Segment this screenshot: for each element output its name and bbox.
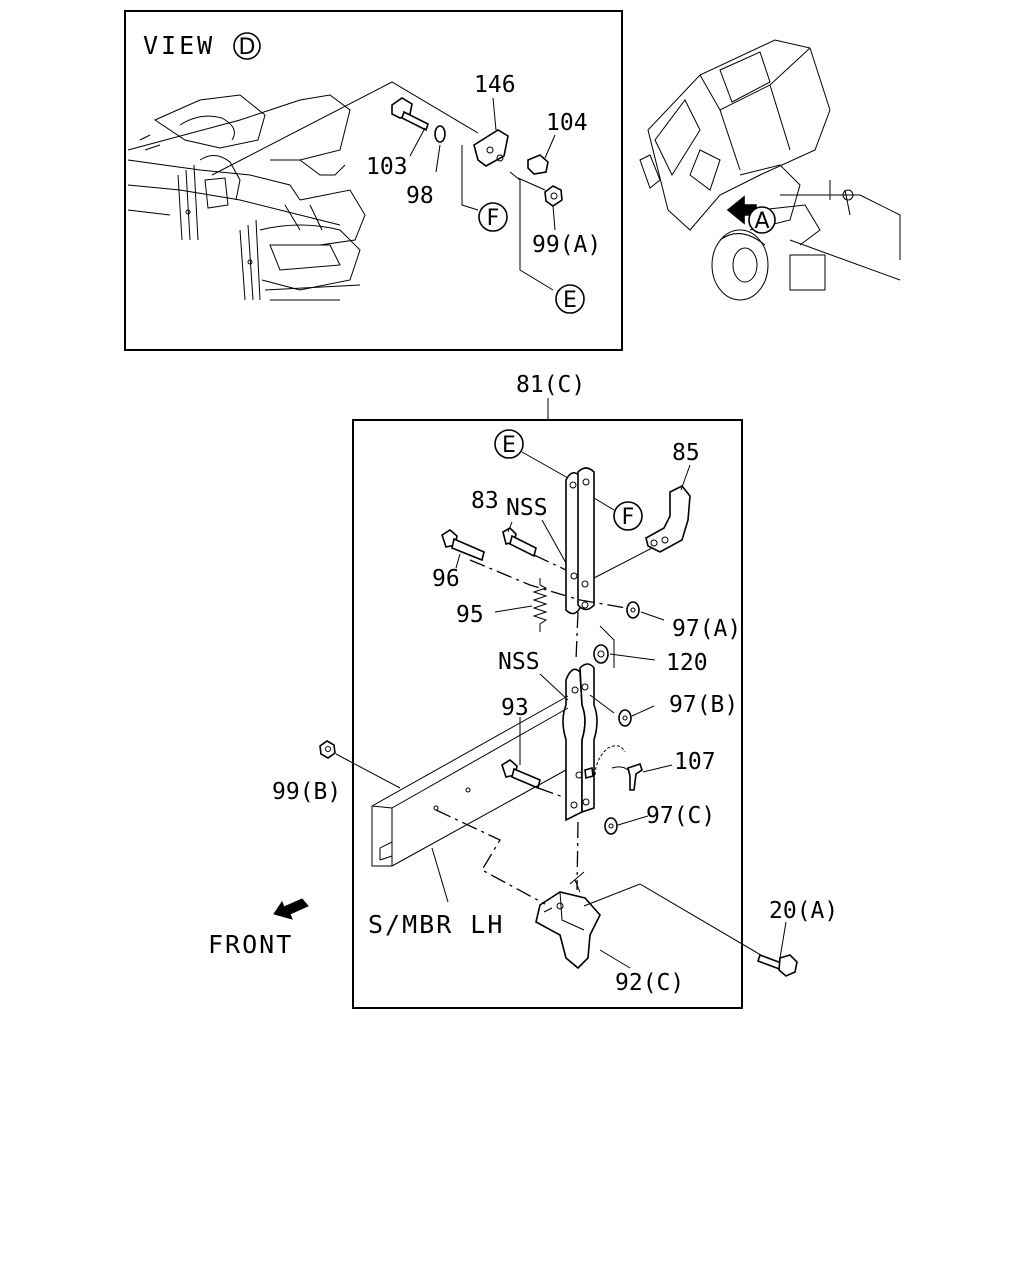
axis-upper (469, 559, 627, 609)
bracket-146 (473, 129, 509, 167)
pin-96 (441, 529, 485, 562)
marker-e-main: E (494, 429, 524, 459)
axis-83 (533, 554, 567, 571)
label-front: FRONT (208, 930, 293, 959)
label-107: 107 (674, 749, 716, 775)
cab-frame-sketch (127, 94, 366, 301)
chain-pin-107 (584, 745, 643, 791)
svg-text:E: E (563, 288, 577, 313)
label-99b: 99(B) (272, 779, 341, 805)
view-d-leader (211, 81, 479, 176)
label-99a: 99(A) (532, 232, 601, 258)
label-83: 83 (471, 488, 499, 514)
main-assembly-panel: 81(C) E F (272, 372, 767, 1009)
bolt-103 (391, 97, 429, 132)
label-97a: 97(A) (672, 616, 741, 642)
washer-97a (626, 601, 640, 619)
label-97b: 97(B) (669, 692, 738, 718)
washer-98 (434, 125, 446, 143)
view-d-frame (124, 10, 623, 351)
label-97c: 97(C) (646, 803, 715, 829)
truck-inset: A (639, 39, 901, 301)
label-93: 93 (501, 695, 529, 721)
label-146: 146 (474, 72, 516, 98)
pin-83 (502, 527, 537, 558)
view-d-panel: VIEW D (124, 10, 623, 351)
bracket-85 (645, 484, 691, 553)
axis-vertical-2 (576, 821, 579, 891)
bracket-92c (535, 891, 601, 970)
svg-text:D: D (239, 35, 256, 60)
marker-f-view: F (478, 202, 508, 232)
view-d-title: VIEW (143, 31, 215, 60)
svg-text:E: E (502, 433, 516, 458)
axis-vertical-1 (575, 611, 579, 661)
label-96: 96 (432, 566, 460, 592)
washer-97c (604, 817, 618, 835)
axis-93 (537, 787, 567, 799)
marker-e-view: E (555, 284, 585, 314)
label-98: 98 (406, 183, 434, 209)
bolt-20a (756, 953, 798, 977)
view-d-title-marker: D (233, 32, 261, 60)
label-nss-upper: NSS (506, 495, 548, 521)
bolt-104 (527, 154, 549, 175)
svg-text:A: A (754, 209, 769, 234)
spring-95 (532, 578, 548, 632)
side-member-lh (371, 695, 569, 867)
svg-text:F: F (622, 505, 635, 530)
label-smbr-lh: S/MBR LH (368, 910, 504, 939)
label-85: 85 (672, 440, 700, 466)
pin-93 (501, 759, 541, 790)
clip-120 (593, 644, 609, 664)
svg-text:F: F (487, 206, 500, 231)
front-arrow-icon (273, 898, 309, 920)
axis-lower (435, 809, 546, 905)
lower-link-plate (562, 663, 598, 822)
marker-f-main: F (613, 501, 643, 531)
label-103: 103 (366, 154, 408, 180)
washer-97b (618, 709, 632, 727)
label-81c: 81(C) (516, 372, 585, 398)
marker-a-inset: A (748, 206, 776, 234)
label-nss-lower: NSS (498, 649, 540, 675)
label-104: 104 (546, 110, 588, 136)
nut-99a (544, 185, 563, 207)
label-20a: 20(A) (769, 898, 838, 924)
nut-99b (319, 740, 336, 759)
label-92c: 92(C) (615, 970, 684, 996)
label-120: 120 (666, 650, 708, 676)
upper-link-plate (565, 467, 595, 615)
label-95: 95 (456, 602, 484, 628)
